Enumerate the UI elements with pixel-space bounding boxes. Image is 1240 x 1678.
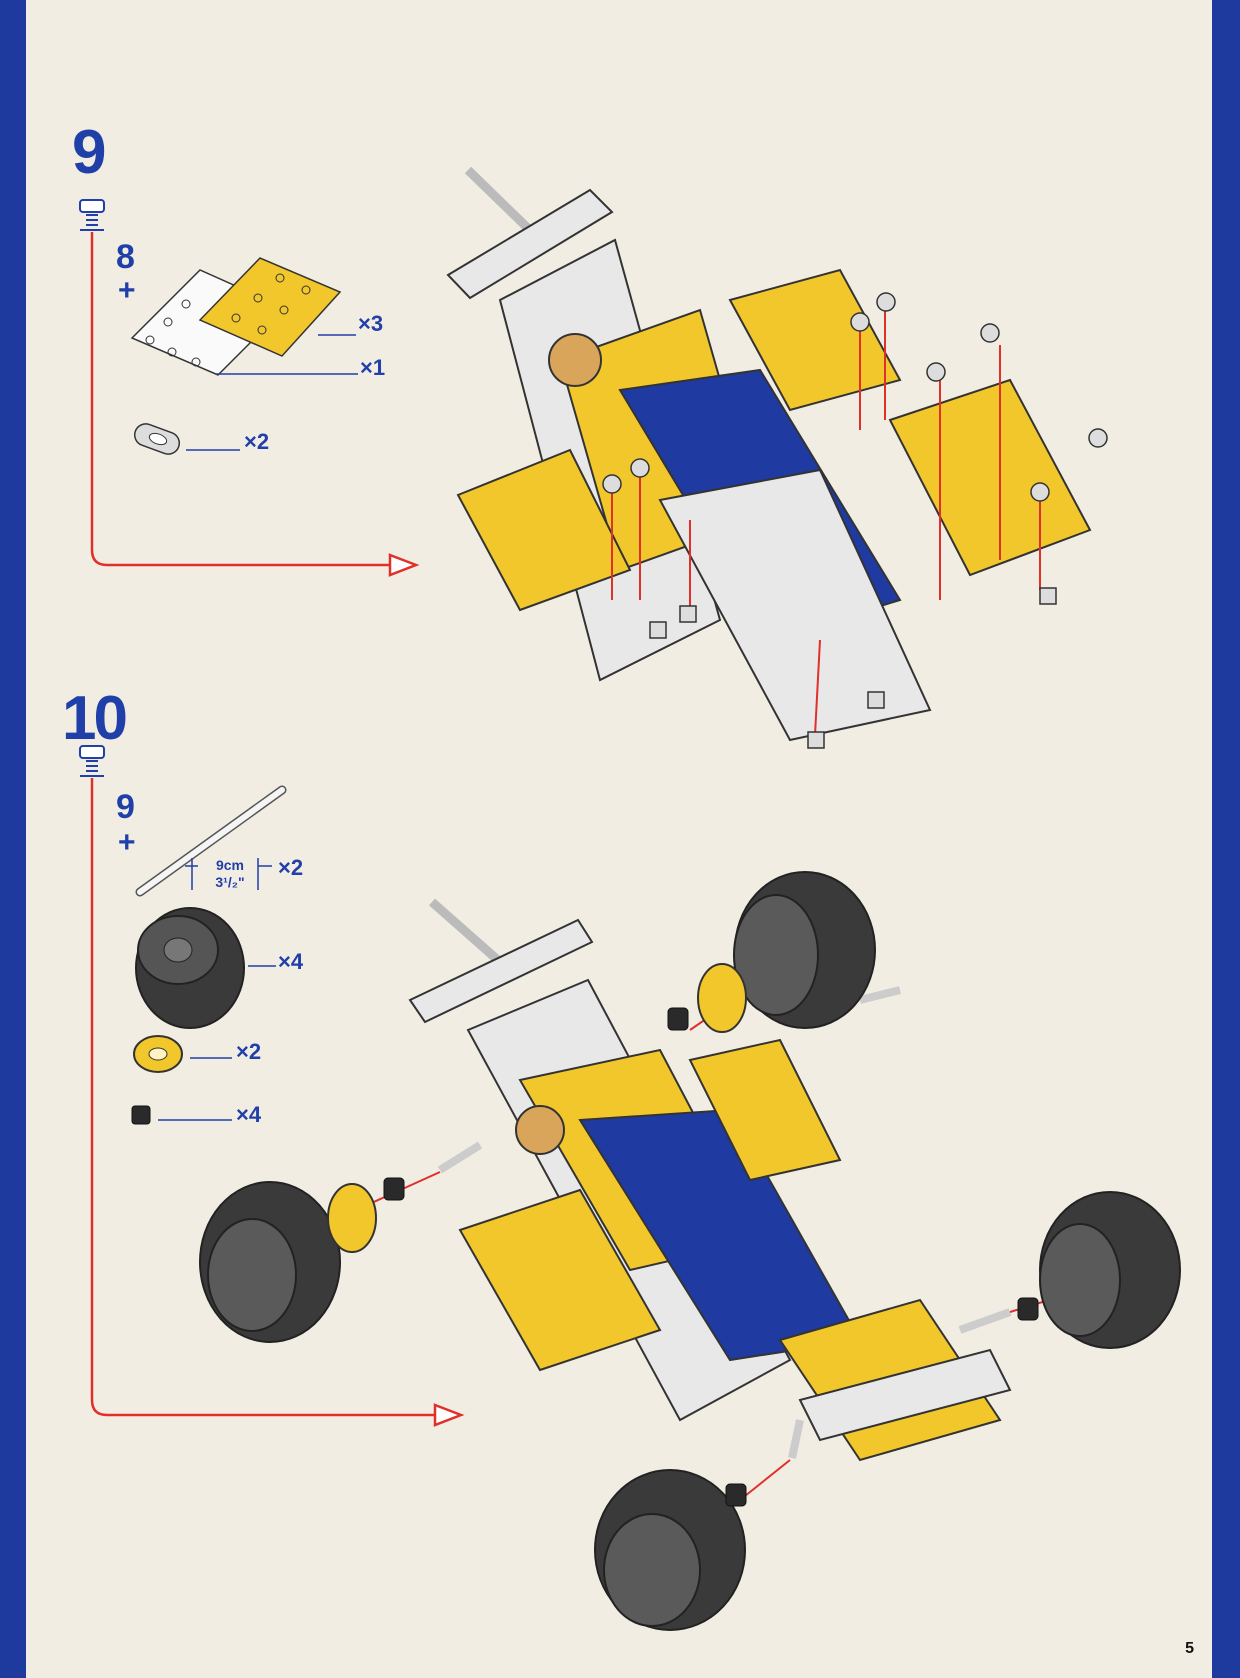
axle-length-imperial: 3¹/₂" xyxy=(215,874,245,890)
page-border-right xyxy=(1212,0,1240,1678)
step-10-assembly xyxy=(199,871,1181,1631)
step-9-qty-double-bracket: ×2 xyxy=(244,429,270,454)
step-10-qty-axle: ×2 xyxy=(278,855,304,880)
axle-length-metric: 9cm xyxy=(215,857,245,873)
step-10-bolt-count: 9 xyxy=(116,788,135,826)
step-9-red-guide-line xyxy=(90,232,390,567)
step-10-number: 10 xyxy=(62,684,128,753)
step-9-bolt-icon xyxy=(79,199,105,231)
axle-rod-icon xyxy=(135,785,287,897)
double-bracket-icon xyxy=(133,423,181,455)
step-9-arrow xyxy=(388,553,420,577)
step-10-bolt-icon xyxy=(79,745,105,777)
step-9-qty-flexible-plate: ×1 xyxy=(360,355,386,380)
step-9-bolt-count: 8 xyxy=(116,238,135,276)
step-10-qty-collar: ×4 xyxy=(236,1102,262,1127)
step-9-number: 9 xyxy=(72,118,107,187)
page-border-left xyxy=(0,0,26,1678)
tyre-wheel-icon xyxy=(135,907,245,1029)
step-10-qty-tyre: ×4 xyxy=(278,949,304,974)
step-10-red-guide-line xyxy=(90,778,435,1417)
page-number: 5 xyxy=(1185,1640,1194,1657)
step-9-assembly xyxy=(446,166,1108,749)
step-10-qty-pulley: ×2 xyxy=(236,1039,262,1064)
step-10-arrow xyxy=(433,1403,465,1427)
collar-icon xyxy=(131,1105,151,1125)
step-9-plus: + xyxy=(118,274,136,307)
pulley-icon xyxy=(133,1035,183,1073)
flat-plate-icon xyxy=(198,257,342,357)
step-9-qty-flat-plate: ×3 xyxy=(358,311,384,336)
step-10-plus: + xyxy=(118,826,136,859)
